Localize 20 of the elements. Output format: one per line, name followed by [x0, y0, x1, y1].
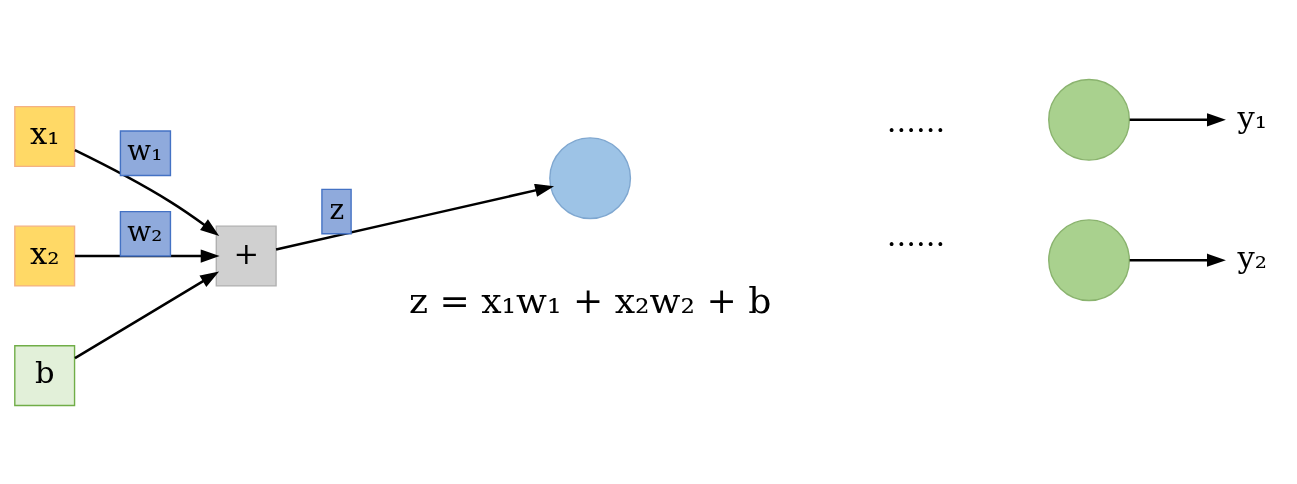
arrow	[74, 148, 220, 236]
node-box: x₂	[14, 224, 76, 287]
edge-label: w₁	[127, 133, 163, 167]
node-box: x₁	[14, 105, 76, 167]
edge-label: w₂	[127, 214, 163, 248]
node-box: b	[14, 344, 76, 406]
node-circle	[549, 136, 632, 219]
node-circle	[1048, 218, 1131, 301]
node-circle	[1048, 78, 1131, 161]
label: ......	[886, 217, 946, 253]
node-text: y₁	[1237, 99, 1268, 135]
arrow	[74, 271, 220, 359]
edge-label: z	[329, 192, 345, 226]
label: ......	[886, 103, 946, 139]
arrow	[275, 183, 555, 251]
node-text: y₂	[1237, 239, 1268, 275]
arrow	[1129, 112, 1226, 126]
label: z = x₁w₁ + x₂w₂ + b	[408, 278, 772, 322]
node-box: +	[215, 224, 277, 287]
arrow	[1129, 253, 1226, 267]
